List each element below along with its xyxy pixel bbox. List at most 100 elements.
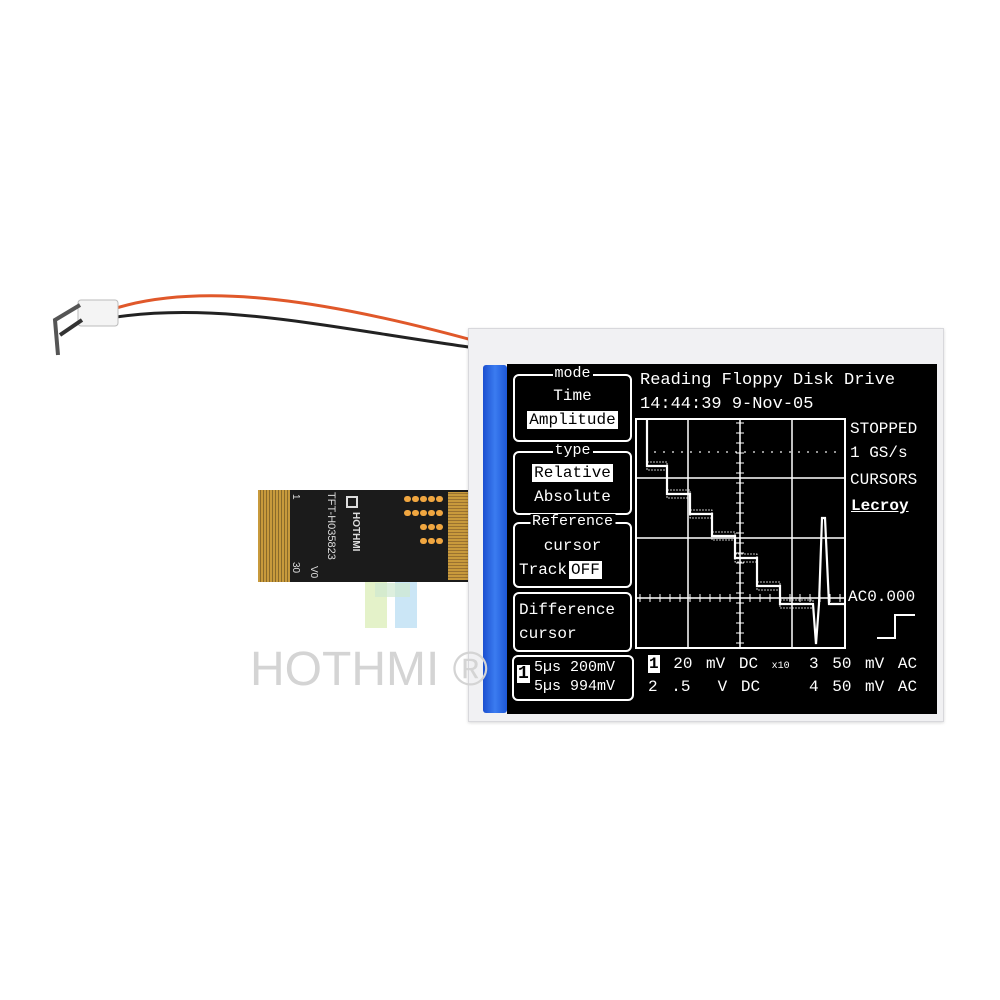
difference-label: Difference [519, 601, 616, 619]
mode-option-amplitude[interactable]: Amplitude [527, 411, 618, 429]
connector-housing [77, 299, 119, 327]
fpc-pad [420, 524, 427, 530]
fpc-pad [420, 510, 427, 516]
cursor-dot [699, 451, 701, 453]
channel-4-coupling: AC [897, 678, 918, 696]
cursor-dot [834, 451, 836, 453]
readout-value-2: 994mV [570, 678, 616, 695]
channel-4-scale: 50 [832, 678, 852, 696]
fpc-pad [420, 538, 427, 544]
cursor-dot [789, 451, 791, 453]
sample-rate: 1 GS/s [850, 444, 908, 462]
channel-3-number: 3 [809, 655, 819, 673]
cursor-dot [681, 451, 683, 453]
cursor-dot [672, 451, 674, 453]
channel-3-unit: mV [865, 655, 885, 673]
cursor-dot [735, 451, 737, 453]
mode-menu[interactable]: mode Time Amplitude [513, 366, 632, 442]
cursor-dot [825, 451, 827, 453]
cursor-dot [708, 451, 710, 453]
readout-time-2: 5µs [534, 678, 562, 695]
channel-2-number: 2 [648, 678, 658, 696]
fpc-model-label: TFT-H035823 [325, 492, 337, 560]
type-option-relative[interactable]: Relative [532, 464, 613, 482]
mode-option-time[interactable]: Time [553, 387, 592, 405]
mode-title: mode [552, 365, 593, 382]
scope-title: Reading Floppy Disk Drive [640, 371, 896, 390]
waveform-noise [666, 489, 691, 499]
pin-last-label: 30 [290, 562, 301, 574]
readout-value-1: 200mV [570, 659, 616, 676]
pin-first-label: 1 [290, 494, 301, 500]
cursor-dot [744, 451, 746, 453]
type-menu[interactable]: type Relative Absolute [513, 443, 632, 515]
waveform-graticule [635, 418, 846, 649]
type-option-absolute[interactable]: Absolute [534, 488, 611, 506]
fpc-pad [412, 496, 419, 502]
track-toggle[interactable]: OFF [569, 561, 602, 579]
channel-1: 1 20 mV DC x10 [648, 655, 790, 673]
fpc-pad [436, 524, 443, 530]
cursor-dot [654, 451, 656, 453]
waveform-noise [646, 461, 668, 471]
channel-2: 2 .5 V DC [648, 679, 760, 695]
fpc-pad [412, 510, 419, 516]
hothmi-logo-icon [346, 496, 358, 508]
cursor-dot [762, 451, 764, 453]
red-wire [109, 294, 491, 347]
channel-3-scale: 50 [832, 655, 852, 673]
readout-time-1: 5µs [534, 659, 562, 676]
cursor-dot [771, 451, 773, 453]
reference-title: Reference [529, 513, 616, 530]
fpc-pad [436, 538, 443, 544]
fpc-pad [436, 496, 443, 502]
cursor-dot [717, 451, 719, 453]
readout-channel: 1 [517, 664, 530, 684]
channel-3-coupling: AC [897, 655, 918, 673]
cursor-dot [798, 451, 800, 453]
cursor-dot [807, 451, 809, 453]
channel-1-coupling: DC [738, 655, 759, 673]
channel-2-unit: V [717, 678, 728, 696]
brand-lecroy: Lecroy [851, 497, 909, 515]
connector-pin [52, 303, 82, 356]
fpc-pad [428, 538, 435, 544]
reference-cursor-label: cursor [543, 537, 602, 555]
trigger-edge-icon [877, 614, 915, 639]
lcd-screen: mode Time Amplitude type Relative Absolu… [507, 364, 937, 714]
channel-1-scale: 20 [673, 655, 693, 673]
cursor-dot [780, 451, 782, 453]
acquisition-state: STOPPED [850, 420, 918, 438]
waveform-noise [756, 581, 781, 591]
fpc-pad [420, 496, 427, 502]
watermark-text: HOTHMI ® [250, 643, 489, 696]
difference-cursor-label: cursor [519, 625, 577, 643]
trigger-coupling: AC [848, 588, 868, 606]
fpc-pad [404, 496, 411, 502]
cursor-dot [663, 451, 665, 453]
waveform-noise [779, 599, 814, 609]
cursor-readout: 1 5µs 200mV 5µs 994mV [512, 655, 634, 701]
fpc-pad [436, 510, 443, 516]
difference-cursor-menu[interactable]: Difference cursor [513, 592, 632, 652]
scope-timestamp: 14:44:39 9-Nov-05 [640, 395, 814, 414]
black-wire [109, 310, 491, 352]
channel-3: 3 50 mV AC [809, 656, 917, 672]
fpc-pads [404, 496, 446, 556]
track-label: Track [519, 561, 568, 579]
fpc-contacts [258, 490, 290, 582]
cursor-dot [726, 451, 728, 453]
channel-1-unit: mV [706, 655, 726, 673]
channel-2-scale: .5 [671, 678, 691, 696]
fpc-pad [428, 510, 435, 516]
cursor-dot [690, 451, 692, 453]
cursor-dot [753, 451, 755, 453]
channel-1-probe: x10 [771, 661, 790, 672]
channel-4-unit: mV [865, 678, 885, 696]
connector-pin [58, 318, 84, 337]
type-title: type [552, 442, 593, 459]
waveform-noise [689, 509, 713, 519]
fpc-pad [428, 524, 435, 530]
